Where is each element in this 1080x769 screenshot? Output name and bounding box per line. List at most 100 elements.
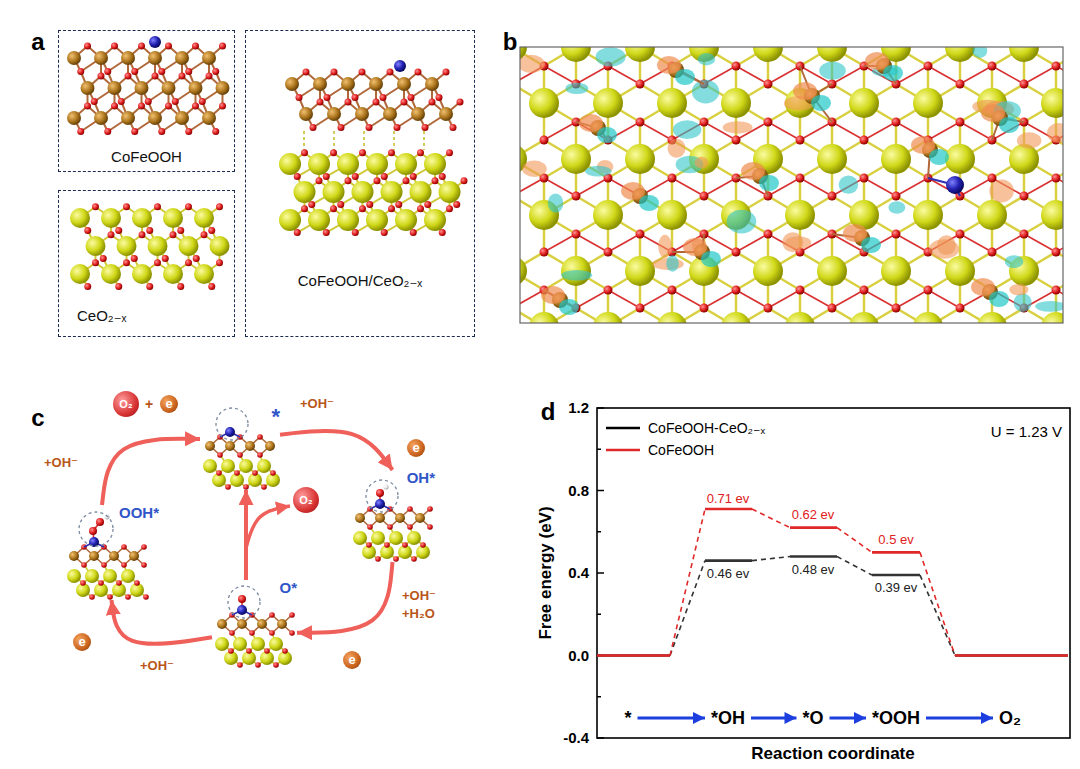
composite-dashed-link bbox=[837, 557, 872, 576]
cerium-atom bbox=[881, 144, 911, 174]
oxygen-atom bbox=[373, 99, 380, 106]
oxygen-atom bbox=[388, 149, 395, 156]
oxygen-atom bbox=[402, 542, 408, 548]
composite-level bbox=[955, 654, 1068, 657]
cerium-atom bbox=[625, 144, 655, 174]
cerium-atom bbox=[323, 181, 345, 203]
oxygen-atom bbox=[216, 470, 222, 476]
metal-atom bbox=[411, 107, 425, 121]
oxygen-product-ball: O₂ bbox=[113, 391, 139, 417]
bond bbox=[832, 122, 864, 140]
charge-lobe bbox=[1005, 255, 1024, 268]
cerium-atom bbox=[1041, 88, 1063, 118]
oxygen-atom bbox=[273, 662, 279, 668]
charge-lobe bbox=[883, 65, 903, 81]
oxygen-atom bbox=[450, 124, 457, 131]
legend-text: CoFeOOH bbox=[648, 442, 714, 458]
charge-lobe bbox=[973, 47, 988, 58]
oxygen-atom bbox=[732, 62, 741, 71]
node-artwork bbox=[246, 31, 476, 338]
oxygen-atom bbox=[269, 630, 275, 636]
charge-lobe bbox=[937, 235, 956, 255]
oxygen-atom bbox=[381, 229, 388, 236]
metal-atom bbox=[415, 513, 425, 523]
charge-lobe bbox=[759, 175, 779, 191]
charge-lobe bbox=[559, 299, 579, 315]
cofeooh-level bbox=[955, 654, 1068, 657]
oxygen-product-ball-text: O₂ bbox=[119, 398, 132, 410]
oxygen-atom bbox=[461, 177, 468, 184]
metal-atom bbox=[121, 111, 135, 125]
oxygen-atom bbox=[828, 192, 837, 201]
metal-atom bbox=[257, 619, 267, 629]
charge-lobe bbox=[522, 161, 547, 177]
oxygen-atom bbox=[270, 470, 276, 476]
metal-atom bbox=[162, 81, 176, 95]
charge-lobe bbox=[1017, 132, 1041, 148]
cerium-atom bbox=[849, 312, 879, 323]
intermediate-model: * bbox=[200, 405, 280, 490]
step-label: * bbox=[624, 708, 631, 729]
bond bbox=[704, 178, 736, 196]
charge-lobe bbox=[843, 224, 867, 242]
legend-text: CoFeOOH-CeO₂₋ₓ bbox=[648, 420, 765, 436]
oxygen-atom bbox=[700, 192, 709, 201]
oxygen-atom bbox=[289, 612, 295, 618]
oxygen-atom bbox=[417, 149, 424, 156]
oxygen-atom bbox=[439, 229, 446, 236]
charge-lobe bbox=[701, 251, 721, 267]
metal-atom bbox=[89, 551, 99, 561]
bond bbox=[736, 234, 768, 252]
oxygen-atom bbox=[134, 580, 140, 586]
bond bbox=[812, 96, 832, 122]
charge-lobe bbox=[520, 55, 545, 73]
cerium-atom bbox=[70, 264, 90, 284]
oxygen-atom bbox=[427, 506, 433, 512]
oxygen-atom bbox=[139, 231, 146, 238]
cerium-atom bbox=[371, 531, 385, 545]
bond bbox=[676, 70, 704, 84]
oxygen-atom bbox=[636, 230, 645, 239]
cerium-atom bbox=[977, 312, 1007, 323]
intermediate-model: OH* bbox=[350, 470, 435, 562]
cerium-atom bbox=[625, 47, 655, 62]
cofeooh-dashed-link bbox=[670, 509, 705, 655]
metal-atom bbox=[94, 111, 108, 125]
bond bbox=[800, 178, 832, 196]
cerium-atom bbox=[625, 256, 655, 286]
intermediate-model: O* bbox=[212, 580, 297, 668]
metal-atom bbox=[395, 513, 405, 523]
reactant-label: +OH⁻ bbox=[300, 396, 334, 411]
charge-lobe bbox=[658, 235, 671, 258]
energy-value: 0.46 ev bbox=[707, 566, 750, 581]
potential-note-text: U = 1.23 V bbox=[991, 423, 1062, 440]
cerium-atom bbox=[529, 312, 559, 323]
oxygen-atom bbox=[165, 43, 172, 50]
energy-value: 0.71 ev bbox=[707, 491, 750, 506]
bond bbox=[896, 290, 928, 308]
oxygen-atom bbox=[331, 69, 338, 76]
bond bbox=[736, 290, 768, 308]
hydrogen-atom bbox=[384, 485, 389, 490]
electron-ball: e bbox=[160, 395, 178, 413]
oxygen-atom bbox=[403, 177, 410, 184]
oxygen-atom bbox=[146, 227, 153, 234]
cofeooh-level bbox=[790, 526, 837, 529]
step-label-text: *OH bbox=[711, 708, 745, 728]
oxygen-atom bbox=[158, 68, 165, 75]
interface-bond bbox=[333, 131, 335, 150]
plus-sign-text: + bbox=[145, 396, 153, 412]
cerium-atom bbox=[389, 531, 403, 545]
oxygen-atom bbox=[131, 128, 138, 135]
oxygen-atom bbox=[892, 118, 901, 127]
oxygen-atom bbox=[303, 69, 310, 76]
oxygen-atom bbox=[417, 205, 424, 212]
cerium-atom bbox=[203, 459, 217, 473]
charge-lobe bbox=[741, 162, 765, 180]
oxygen-atom bbox=[101, 562, 107, 568]
oxygen-atom bbox=[420, 542, 426, 548]
metal-atom bbox=[277, 619, 287, 629]
cerium-atom bbox=[753, 47, 783, 62]
cerium-atom bbox=[366, 153, 388, 175]
charge-lobe bbox=[695, 157, 709, 169]
